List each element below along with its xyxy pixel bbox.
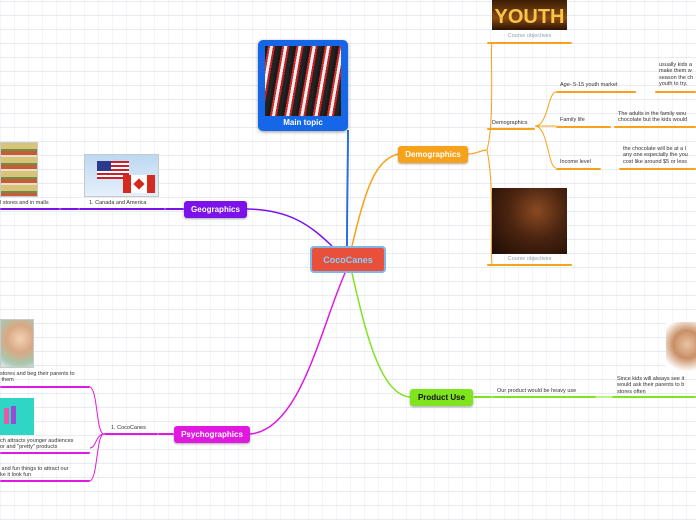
age-underline bbox=[556, 91, 636, 93]
geographics-grandchild-link bbox=[60, 208, 79, 210]
branch-demographics[interactable]: Demographics bbox=[398, 146, 468, 163]
geographics-child-underline bbox=[79, 208, 165, 210]
main-topic-node[interactable]: Main topic bbox=[258, 40, 348, 131]
maple-leaf-icon bbox=[133, 178, 145, 190]
age-detail-text: usually kids a make them w season the ch… bbox=[659, 62, 694, 87]
geographics-grandchild-label[interactable]: l stores and in malls bbox=[0, 200, 49, 206]
branch-geographics[interactable]: Geographics bbox=[184, 201, 247, 218]
psychographics-item-3[interactable]: and fun things to attract our ke it look… bbox=[0, 466, 69, 479]
branch-psychographics[interactable]: Psychographics bbox=[174, 426, 250, 443]
usa-flag bbox=[97, 161, 129, 179]
geographics-grandchild-underline bbox=[0, 208, 60, 210]
income-detail-text: the chocolate will be at a l any one esp… bbox=[623, 146, 688, 165]
youth-image-underline bbox=[487, 42, 572, 44]
product-use-child-label[interactable]: Our product would be heavy use bbox=[497, 388, 577, 394]
kid-chocolate-image bbox=[0, 319, 34, 368]
income-detail-underline bbox=[619, 168, 696, 170]
psychographics-item-2-underline bbox=[0, 452, 90, 454]
income-label[interactable]: Income level bbox=[560, 159, 591, 165]
psychographics-item-1[interactable]: stores and beg their parents to them bbox=[0, 371, 75, 384]
family-detail: The adults in the family wou chocolate b… bbox=[618, 111, 687, 124]
psychographics-item-1-underline bbox=[0, 386, 90, 388]
product-bar-1 bbox=[4, 408, 9, 424]
usa-flag-canton bbox=[97, 161, 111, 171]
chocolate-image bbox=[492, 188, 567, 254]
colorful-products-image bbox=[0, 398, 34, 435]
product-use-link bbox=[473, 396, 492, 398]
geographics-child-label[interactable]: 1. Canada and America bbox=[89, 200, 147, 206]
canada-flag bbox=[123, 175, 155, 193]
product-use-detail-text: Since kids will always see it would ask … bbox=[617, 376, 685, 395]
youth-image-caption: Course objectives bbox=[507, 33, 552, 39]
family-underline bbox=[556, 126, 611, 128]
girl-chocolate-image bbox=[666, 322, 696, 372]
geographics-link bbox=[165, 208, 184, 210]
main-topic-label: Main topic bbox=[283, 118, 323, 127]
age-detail-underline bbox=[655, 91, 696, 93]
age-detail: usually kids a make them w season the ch… bbox=[659, 62, 693, 87]
flags-image bbox=[84, 154, 159, 197]
psychographics-item-1-text: stores and beg their parents to them bbox=[0, 371, 75, 384]
income-detail: the chocolate will be at a l any one esp… bbox=[623, 146, 688, 165]
demographics-child-label[interactable]: Demographics bbox=[492, 120, 528, 126]
branch-product-use[interactable]: Product Use bbox=[410, 389, 473, 406]
product-use-detail-underline bbox=[612, 396, 696, 398]
psychographics-child-label[interactable]: 1. CocoCanes bbox=[111, 425, 146, 431]
age-label[interactable]: Age- 5-15 youth market bbox=[560, 82, 618, 88]
store-shelves-image bbox=[0, 142, 38, 197]
family-detail-underline bbox=[614, 126, 696, 128]
psychographics-item-2[interactable]: ch attracts younger audiences or and "pr… bbox=[0, 438, 73, 451]
psychographics-child-underline bbox=[104, 433, 158, 435]
product-use-child-underline bbox=[492, 396, 596, 398]
chocolate-image-underline bbox=[487, 264, 572, 266]
psychographics-item-2-text: ch attracts younger audiences or and "pr… bbox=[0, 438, 74, 451]
family-detail-text: The adults in the family wou chocolate b… bbox=[618, 111, 688, 124]
product-use-detail: Since kids will always see it would ask … bbox=[617, 376, 684, 395]
chocolate-image-caption: Course objectives bbox=[507, 256, 552, 262]
psychographics-item-3-underline bbox=[0, 480, 90, 482]
psychographics-link bbox=[158, 433, 174, 435]
central-topic[interactable]: CocoCanes bbox=[310, 246, 386, 273]
product-bar-2 bbox=[11, 406, 16, 424]
income-underline bbox=[556, 168, 601, 170]
demographics-child-underline bbox=[487, 128, 535, 130]
candy-canes-image bbox=[265, 46, 341, 116]
youth-image-text: YOUTH bbox=[494, 6, 565, 28]
youth-image: YOUTH bbox=[492, 0, 567, 30]
family-label[interactable]: Family life bbox=[560, 117, 585, 123]
psychographics-item-3-text: and fun things to attract our ke it look… bbox=[0, 466, 69, 479]
